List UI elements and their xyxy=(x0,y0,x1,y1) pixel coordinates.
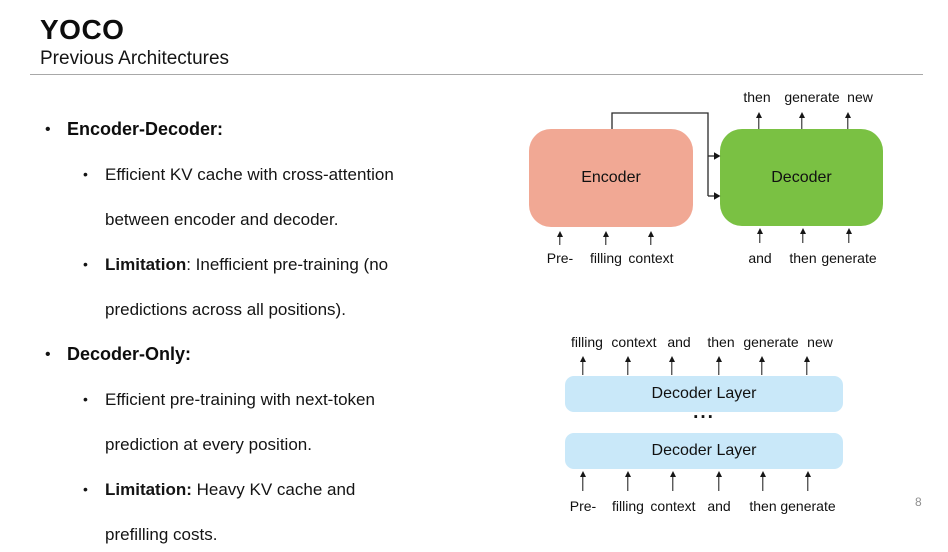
bullet-line: Limitation: Inefficient pre-training (no xyxy=(105,242,485,287)
bullet-line: prefilling costs. xyxy=(105,512,485,552)
bullet-text: Encoder-Decoder: xyxy=(67,107,485,152)
decoder-only-input-token-label: and xyxy=(707,498,731,514)
page-title: YOCO xyxy=(40,14,125,45)
bullet-line: prediction at every position. xyxy=(105,422,485,467)
encoder-input-token-label: Pre- xyxy=(546,250,574,266)
decoder-only-output-token-label: then xyxy=(707,334,735,350)
decoder-output-up-arrow-icon xyxy=(755,112,763,129)
right-arrowhead-icon xyxy=(714,192,721,200)
bullet-text: Decoder-Only: xyxy=(67,332,485,377)
decoder-layer-label: Decoder Layer xyxy=(651,385,757,402)
decoder-only-input-up-arrow-icon xyxy=(579,471,587,491)
decoder-layer-label: Decoder Layer xyxy=(651,442,757,459)
bullet-line: predictions across all positions). xyxy=(105,287,485,332)
decoder-box: Decoder xyxy=(720,129,883,226)
bullet-line-text: prediction at every position. xyxy=(105,435,312,454)
bullet-marker-icon: • xyxy=(45,121,51,138)
decoder-layer-box-top: Decoder Layer xyxy=(565,376,843,412)
decoder-only-output-token-label: context xyxy=(611,334,657,350)
decoder-output-up-arrow-icon xyxy=(844,112,852,129)
bullet-line-text: Efficient KV cache with cross-attention xyxy=(105,165,394,184)
bullet-marker-icon: • xyxy=(45,346,51,363)
bullet-line-text: predictions across all positions). xyxy=(105,300,346,319)
decoder-only-output-up-arrow-icon xyxy=(803,356,811,375)
decoder-only-input-token-label: Pre- xyxy=(569,498,597,514)
bullet-line-text: Encoder-Decoder: xyxy=(67,119,224,139)
ellipsis-between-layers: ... xyxy=(693,402,715,423)
encoder-box: Encoder xyxy=(529,129,693,227)
bullet-item: • Limitation: Heavy KV cache and prefillin… xyxy=(45,467,485,552)
header-divider xyxy=(30,74,923,75)
bullet-text: Efficient pre-training with next-token pr… xyxy=(105,377,485,467)
bullet-line: between encoder and decoder. xyxy=(105,197,485,242)
decoder-only-output-token-label: new xyxy=(807,334,833,350)
decoder-only-output-token-label: filling xyxy=(571,334,603,350)
page-subtitle: Previous Architectures xyxy=(40,48,230,69)
decoder-only-output-up-arrow-icon xyxy=(668,356,676,375)
decoder-input-token-label: then xyxy=(789,250,817,266)
bullet-line-text: : Inefficient pre-training (no xyxy=(186,255,389,274)
bullet-item: • Encoder-Decoder: xyxy=(45,107,485,152)
bullet-line: Efficient pre-training with next-token xyxy=(105,377,485,422)
bullet-line-text: between encoder and decoder. xyxy=(105,210,339,229)
bullet-line: Decoder-Only: xyxy=(67,332,485,377)
bullet-item: • Limitation: Inefficient pre-training (n… xyxy=(45,242,485,332)
decoder-only-output-up-arrow-icon xyxy=(579,356,587,375)
decoder-only-output-up-arrow-icon xyxy=(758,356,766,375)
decoder-only-output-token-label: generate xyxy=(743,334,799,350)
bullet-list: • Encoder-Decoder: • Efficient KV cache wit… xyxy=(45,107,485,552)
bullet-text: Limitation: Heavy KV cache and prefilling… xyxy=(105,467,485,552)
bullet-line: Encoder-Decoder: xyxy=(67,107,485,152)
bullet-line-text: prefilling costs. xyxy=(105,525,218,544)
bullet-line-text: Limitation: xyxy=(105,480,192,499)
decoder-output-token-label: generate xyxy=(784,89,840,105)
decoder-only-input-up-arrow-icon xyxy=(715,471,723,491)
encoder-input-token-label: context xyxy=(628,250,674,266)
encoder-input-token-label: filling xyxy=(590,250,622,266)
encoder-input-up-arrow-icon xyxy=(602,231,610,245)
decoder-input-up-arrow-icon xyxy=(845,228,853,243)
decoder-box-label: Decoder xyxy=(771,168,832,186)
decoder-output-token-label: new xyxy=(847,89,873,105)
decoder-input-up-arrow-icon xyxy=(756,228,764,243)
decoder-only-input-up-arrow-icon xyxy=(669,471,677,491)
decoder-output-token-label: then xyxy=(743,89,771,105)
decoder-output-up-arrow-icon xyxy=(798,112,806,129)
encoder-input-up-arrow-icon xyxy=(556,231,564,245)
bullet-item: • Decoder-Only: xyxy=(45,332,485,377)
bullet-line-text: Efficient pre-training with next-token xyxy=(105,390,375,409)
bullet-marker-icon: • xyxy=(83,391,88,407)
page-number: 8 xyxy=(915,495,922,509)
decoder-only-output-up-arrow-icon xyxy=(624,356,632,375)
decoder-only-output-up-arrow-icon xyxy=(715,356,723,375)
bullet-marker-icon: • xyxy=(83,166,88,182)
decoder-only-input-up-arrow-icon xyxy=(624,471,632,491)
decoder-only-input-up-arrow-icon xyxy=(804,471,812,491)
right-arrowhead-icon xyxy=(714,152,721,160)
decoder-layer-box-bottom: Decoder Layer xyxy=(565,433,843,469)
bullet-line: Efficient KV cache with cross-attention xyxy=(105,152,485,197)
bullet-item: • Efficient KV cache with cross-attention… xyxy=(45,152,485,242)
bullet-line-text: Decoder-Only: xyxy=(67,344,192,364)
encoder-to-decoder-connector xyxy=(611,112,721,200)
decoder-only-output-token-label: and xyxy=(667,334,691,350)
encoder-box-label: Encoder xyxy=(581,169,641,186)
decoder-input-up-arrow-icon xyxy=(799,228,807,243)
bullet-marker-icon: • xyxy=(83,256,88,272)
bullet-line-text: Heavy KV cache and xyxy=(191,480,356,499)
bullet-item: • Efficient pre-training with next-token p… xyxy=(45,377,485,467)
bullet-marker-icon: • xyxy=(83,481,88,497)
decoder-only-input-token-label: filling xyxy=(612,498,644,514)
decoder-input-token-label: and xyxy=(748,250,772,266)
bullet-line: Limitation: Heavy KV cache and xyxy=(105,467,485,512)
decoder-only-input-token-label: generate xyxy=(780,498,836,514)
decoder-only-input-token-label: then xyxy=(749,498,777,514)
decoder-input-token-label: generate xyxy=(821,250,877,266)
bullet-text: Limitation: Inefficient pre-training (no… xyxy=(105,242,485,332)
bullet-text: Efficient KV cache with cross-attention b… xyxy=(105,152,485,242)
encoder-input-up-arrow-icon xyxy=(647,231,655,245)
decoder-only-input-token-label: context xyxy=(650,498,696,514)
bullet-line-text: Limitation xyxy=(105,255,187,274)
decoder-only-input-up-arrow-icon xyxy=(759,471,767,491)
